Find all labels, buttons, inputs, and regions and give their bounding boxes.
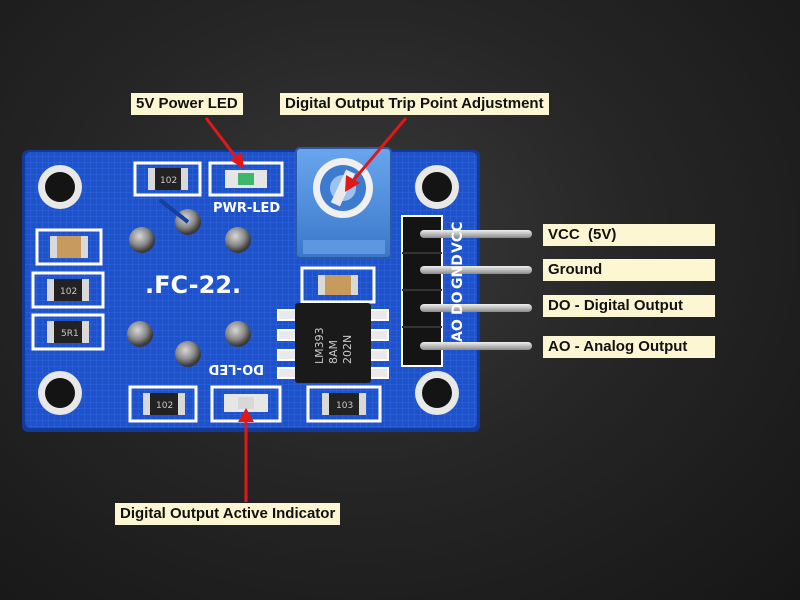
comparator-ic: LM393 8AM 202N xyxy=(277,303,389,383)
annotation-active-indicator: Digital Output Active Indicator xyxy=(115,503,341,525)
mounting-hole xyxy=(415,371,459,415)
annotation-ground: Ground xyxy=(543,259,715,281)
arrow-power-led xyxy=(204,117,244,169)
annotation-vcc: VCC (5V) xyxy=(543,224,715,246)
pins-ao-label: AO xyxy=(450,319,466,342)
annotation-ao: AO - Analog Output xyxy=(543,336,715,358)
mounting-hole xyxy=(415,165,459,209)
arrow-trip-point xyxy=(345,117,408,192)
resistor-bottom-2: 103 xyxy=(306,385,382,423)
capacitor-left xyxy=(35,228,103,266)
sensor-pins-bottom xyxy=(127,321,251,367)
ic-marking-2: 8AM xyxy=(327,340,340,364)
resistor-bottom-2-code: 103 xyxy=(336,401,353,411)
arrow-active-indicator xyxy=(238,408,254,502)
pin-do xyxy=(420,304,532,312)
pin-ao xyxy=(420,342,532,350)
resistor-left-2: 5R1 xyxy=(31,313,105,351)
pins-vcc-label: VCC xyxy=(450,222,466,253)
annotation-power-led: 5V Power LED xyxy=(131,93,243,115)
pwr-led-label: PWR-LED xyxy=(213,201,280,216)
ic-marking-3: 202N xyxy=(341,335,354,364)
pins-do-label: DO xyxy=(450,291,466,315)
pin-header xyxy=(401,215,443,367)
resistor-left: 102 xyxy=(31,271,105,309)
resistor-top: 102 xyxy=(133,161,202,197)
pins-gnd-label: GND xyxy=(450,254,466,289)
mounting-hole xyxy=(38,165,82,209)
sensor-pins-top xyxy=(129,198,251,253)
power-led: PWR-LED xyxy=(208,161,284,216)
pin-vcc xyxy=(420,230,532,238)
do-led-label: DO-LED xyxy=(208,361,264,376)
annotation-do: DO - Digital Output xyxy=(543,295,715,317)
capacitor-mid xyxy=(300,266,376,304)
mounting-hole xyxy=(38,371,82,415)
resistor-left-2-code: 5R1 xyxy=(61,329,79,339)
board-name: .FC-22. xyxy=(145,271,241,299)
resistor-bottom-1-code: 102 xyxy=(156,401,173,411)
resistor-left-code: 102 xyxy=(60,287,77,297)
pin-gnd xyxy=(420,266,532,274)
do-led xyxy=(210,385,282,423)
annotation-trip-point: Digital Output Trip Point Adjustment xyxy=(280,93,549,115)
ic-marking-1: LM393 xyxy=(313,327,326,364)
resistor-top-code: 102 xyxy=(160,176,177,186)
potentiometer xyxy=(295,147,392,259)
resistor-bottom-1: 102 xyxy=(128,385,198,423)
